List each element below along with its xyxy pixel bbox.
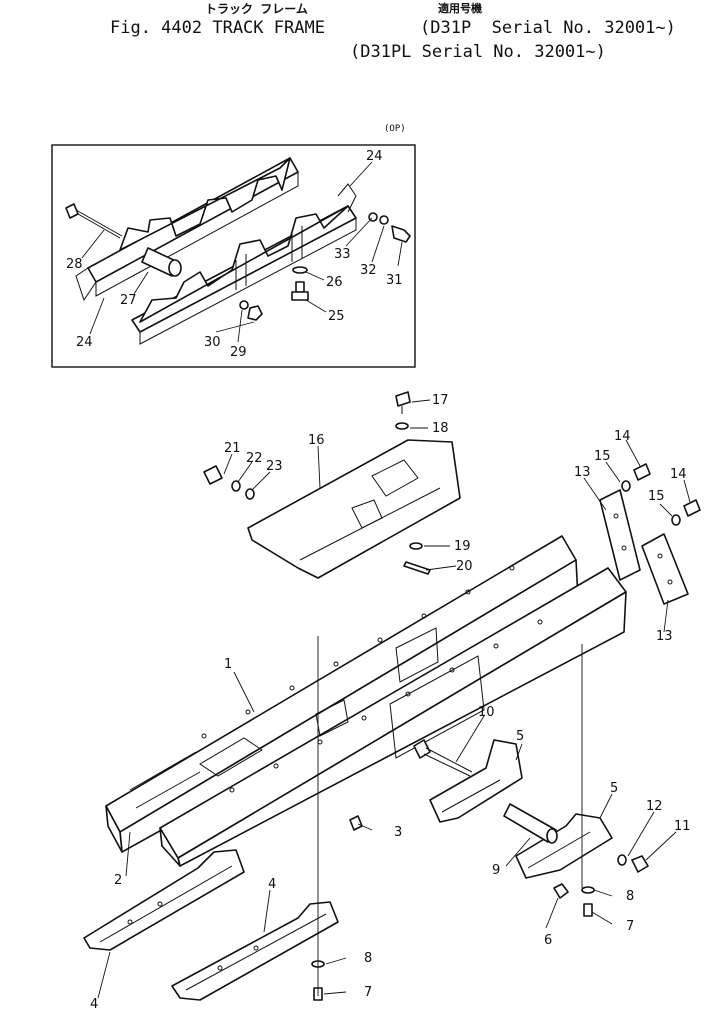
inset-leader-lines <box>81 161 403 343</box>
bolt-21-washers-22-23 <box>203 465 255 500</box>
japanese-applicability-label: 適用号機 <box>438 2 482 15</box>
callout-4-right: 4 <box>268 877 276 892</box>
callout-4-left: 4 <box>90 997 98 1012</box>
callout-11: 11 <box>674 819 691 834</box>
callout-23: 23 <box>266 459 283 474</box>
callout-29: 29 <box>230 345 247 360</box>
callout-30: 30 <box>204 335 221 350</box>
model-serial-line-1: (D31P Serial No. 32001~) <box>420 18 676 38</box>
washer-19-pin-20 <box>403 542 431 575</box>
callout-3: 3 <box>394 825 402 840</box>
plate-lower <box>641 533 689 605</box>
bracket-lower <box>515 813 613 879</box>
option-label: (OP) <box>384 124 406 134</box>
callout-14-upper: 14 <box>614 429 631 444</box>
callout-24-lower: 24 <box>76 335 93 350</box>
bolts-14-washers-15 <box>621 463 701 526</box>
bolt-31-hardware <box>368 212 411 243</box>
callout-15-upper: 15 <box>594 449 611 464</box>
callout-8-right: 8 <box>626 889 634 904</box>
callout-14-lower: 14 <box>670 467 687 482</box>
callout-19: 19 <box>454 539 471 554</box>
figure-title: Fig. 4402 TRACK FRAME <box>110 18 325 38</box>
nut-29-hardware <box>239 300 263 321</box>
guard-right <box>171 901 339 1001</box>
callout-21: 21 <box>224 441 241 456</box>
option-inset-frame <box>51 144 416 368</box>
callout-17: 17 <box>432 393 449 408</box>
model-serial-line-2: (D31PL Serial No. 32001~) <box>350 42 606 62</box>
bracket-upper <box>429 739 523 823</box>
spacer-tube <box>141 247 182 277</box>
bolt-17-washer-18 <box>395 391 411 430</box>
callout-13-upper: 13 <box>574 465 591 480</box>
callout-12: 12 <box>646 799 663 814</box>
callout-16: 16 <box>308 433 325 448</box>
callout-20: 20 <box>456 559 473 574</box>
callout-7-lower: 7 <box>364 985 372 1000</box>
callout-28: 28 <box>66 257 83 272</box>
long-bolt <box>65 203 123 239</box>
bolt-7-washer-8-right <box>581 886 595 917</box>
japanese-title: トラック フレーム <box>205 2 308 16</box>
callout-26: 26 <box>326 275 343 290</box>
callout-15-lower: 15 <box>648 489 665 504</box>
nut-11-washer-12-nut-6 <box>553 854 649 899</box>
bolt-10 <box>413 739 473 777</box>
callout-8-lower: 8 <box>364 951 372 966</box>
callout-18: 18 <box>432 421 449 436</box>
callout-25: 25 <box>328 309 345 324</box>
nut-3 <box>349 815 363 831</box>
rock-guard-rear <box>75 157 299 302</box>
cover <box>247 439 461 579</box>
track-frame <box>105 535 627 867</box>
callout-27: 27 <box>120 293 137 308</box>
bolt-25-hardware <box>291 266 309 301</box>
callout-24-upper: 24 <box>366 149 383 164</box>
callout-22: 22 <box>246 451 263 466</box>
callout-5-lower: 5 <box>610 781 618 796</box>
pin-9 <box>503 803 558 844</box>
callout-2: 2 <box>114 873 122 888</box>
guard-left <box>83 849 245 951</box>
callout-32: 32 <box>360 263 377 278</box>
callout-13-lower: 13 <box>656 629 673 644</box>
callout-5-upper: 5 <box>516 729 524 744</box>
callout-33: 33 <box>334 247 351 262</box>
callout-9: 9 <box>492 863 500 878</box>
callout-1: 1 <box>224 657 232 672</box>
callout-6: 6 <box>544 933 552 948</box>
rock-guard-front <box>131 183 357 345</box>
callout-10: 10 <box>478 705 495 720</box>
plate-upper <box>599 489 641 581</box>
callout-7-right: 7 <box>626 919 634 934</box>
main-leader-lines <box>97 399 691 999</box>
callout-31: 31 <box>386 273 403 288</box>
